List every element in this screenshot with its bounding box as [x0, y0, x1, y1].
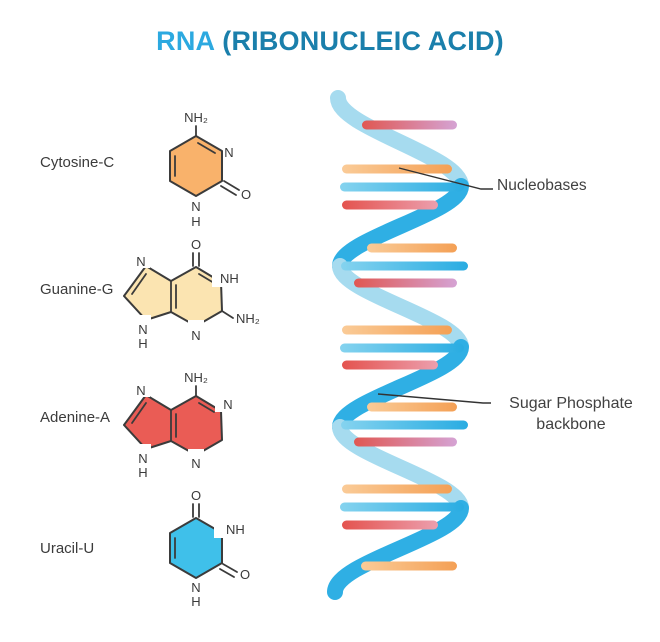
guanine-hex-bottom-notch: [188, 320, 204, 333]
helix-bar-orange: [367, 402, 457, 412]
guanine-n-pent-top-label: N: [136, 254, 145, 269]
uracil-h-bottom-label: H: [191, 594, 200, 609]
adenine-n-pent-bottom-label: N: [138, 451, 147, 466]
label-uracil: Uracil-U: [40, 540, 95, 557]
page-title: RNA(RIBONUCLEIC ACID): [0, 26, 660, 57]
guanine-n-pent-bottom-label: N: [138, 322, 147, 337]
adenine-rings: [123, 394, 223, 456]
ribbon-back-2: [332, 339, 469, 435]
uracil-structure: O NH O N H: [169, 488, 250, 609]
uracil-nh-right-label: NH: [226, 522, 245, 537]
uracil-nh-notch: [214, 521, 244, 538]
ribbon-back-1: [332, 178, 469, 274]
helix-ribbon: [327, 90, 469, 600]
cytosine-n-right-label: N: [224, 145, 233, 160]
cytosine-oxygen-label: O: [241, 187, 251, 202]
adenine-pentagon-doublebond: [131, 402, 147, 424]
helix-bar-cyan: [340, 502, 464, 512]
adenine-hex-bottom-notch: [188, 449, 204, 462]
guanine-h-pent-bottom-label: H: [138, 336, 147, 351]
cytosine-doublebond-topright: [197, 142, 216, 154]
guanine-nh-right-label: NH: [220, 271, 239, 286]
adenine-n-right-notch: [215, 397, 237, 412]
adenine-h-pent-bottom-label: H: [138, 465, 147, 480]
callout-backbone-line1: Sugar Phosphate: [509, 395, 633, 412]
helix-bar-redpurple: [354, 278, 457, 288]
adenine-structure: NH₂ N N N N H: [123, 370, 237, 480]
helix-bar-orange: [367, 243, 457, 253]
callout-backbone: Sugar Phosphate backbone: [492, 393, 650, 435]
adenine-n-hex-bottom-label: N: [191, 456, 200, 471]
uracil-co-right-b: [219, 568, 235, 578]
ribbon-front-3: [332, 419, 469, 516]
helix-bar-orange: [342, 484, 452, 494]
helix-bars: [340, 120, 468, 571]
adenine-n-pent-top-label: N: [136, 383, 145, 398]
helix-bar-red: [342, 200, 438, 210]
adenine-pent-top-notch: [133, 382, 150, 397]
helix-bar-orange: [342, 164, 452, 174]
guanine-doublebond-topright: [198, 273, 215, 284]
helix-bar-orange: [342, 325, 452, 335]
callout-line-nucleobases: [398, 167, 493, 190]
helix-bar-cyan: [341, 420, 468, 430]
cytosine-co-bond-b: [220, 185, 237, 196]
callout-line-backbone: [377, 393, 491, 404]
label-cytosine: Cytosine-C: [40, 154, 115, 171]
uracil-o-right-label: O: [240, 567, 250, 582]
guanine-nh-notch: [212, 271, 240, 287]
cytosine-n-bottom-label: N: [191, 199, 200, 214]
helix-bar-cyan: [340, 182, 464, 192]
guanine-structure: O N NH NH₂ N N H: [123, 237, 260, 351]
guanine-pent-bottom-notch: [135, 315, 151, 327]
helix-bar-red: [342, 360, 438, 370]
guanine-oxygen-label: O: [191, 237, 201, 252]
cytosine-structure: NH₂ N O N H: [169, 110, 251, 229]
helix-bar-redpurple: [354, 437, 457, 447]
uracil-n-bottom-label: N: [191, 580, 200, 595]
label-adenine: Adenine-A: [40, 409, 111, 426]
guanine-pentagon-doublebond: [131, 273, 147, 295]
title-rest: (RIBONUCLEIC ACID): [222, 26, 504, 56]
uracil-co-right-a: [222, 563, 238, 573]
adenine-amine-label: NH₂: [184, 370, 208, 385]
ribbon-front-1: [330, 90, 469, 194]
helix-bar-red: [342, 520, 438, 530]
guanine-pent-top-notch: [133, 253, 150, 268]
cytosine-amine-label: NH₂: [184, 110, 208, 125]
label-guanine: Guanine-G: [40, 281, 114, 298]
guanine-amine-label: NH₂: [236, 311, 260, 326]
guanine-n-hex-bottom-label: N: [191, 328, 200, 343]
adenine-n-right-label: N: [223, 397, 232, 412]
title-rna: RNA: [156, 26, 216, 56]
callout-nucleobases: Nucleobases: [497, 177, 587, 194]
cytosine-co-bond-a: [223, 180, 240, 191]
callout-backbone-line2: backbone: [536, 416, 606, 433]
cytosine-ring: [169, 135, 223, 197]
ribbon-front-2: [332, 258, 469, 355]
uracil-o-top-label: O: [191, 488, 201, 503]
helix-bar-cyan: [340, 343, 464, 353]
ribbon-back-3: [327, 500, 469, 600]
helix-bar-orange: [361, 561, 457, 571]
adenine-doublebond-topright: [198, 402, 215, 413]
guanine-amine-bond: [221, 310, 234, 319]
cytosine-h-bottom-label: H: [191, 214, 200, 229]
adenine-pent-bottom-notch: [135, 444, 151, 456]
helix-bar-cyan: [341, 261, 468, 271]
guanine-rings: [123, 265, 223, 327]
helix-bar-redpurple: [362, 120, 457, 130]
